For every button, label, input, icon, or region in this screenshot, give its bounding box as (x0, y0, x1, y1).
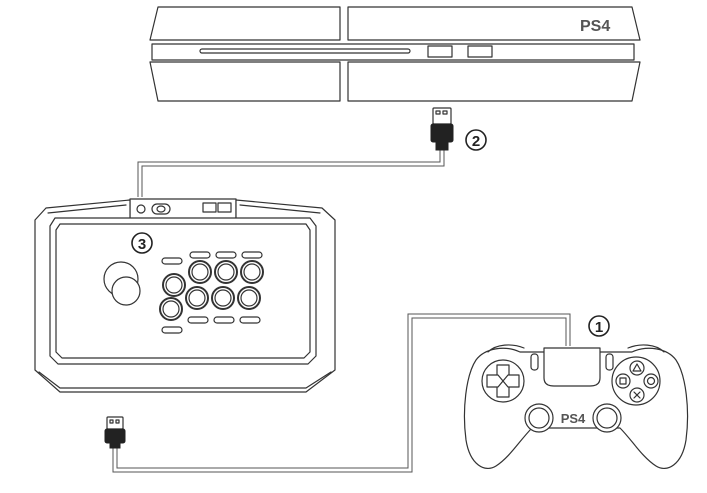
step-2-badge: 2 (466, 130, 486, 150)
usb-plug-icon-bottom (105, 417, 125, 448)
step-1-number: 1 (595, 319, 603, 336)
console-brand-label: PS4 (580, 18, 610, 35)
usb-plug-icon (431, 108, 453, 150)
step-2-number: 2 (472, 133, 480, 150)
usb-cable-to-console (138, 150, 440, 197)
ps4-console: PS4 (150, 7, 640, 101)
step-3-number: 3 (138, 236, 146, 253)
circle-icon (644, 374, 658, 388)
joystick-ball (112, 277, 140, 305)
fight-stick-top-panel (130, 199, 236, 219)
step-3-badge: 3 (132, 233, 152, 253)
fight-stick: 3 (35, 199, 335, 392)
controller-brand-label: PS4 (561, 411, 586, 426)
cross-icon (630, 388, 644, 402)
console-slot-band (152, 44, 634, 60)
console-top-left-panel (150, 7, 340, 40)
triangle-icon (630, 361, 644, 375)
console-usb-port-2 (468, 46, 492, 57)
square-icon (616, 374, 630, 388)
console-bottom-left-panel (150, 62, 340, 101)
touchpad (544, 348, 600, 386)
ps4-controller: PS4 (464, 345, 687, 468)
console-bottom-right-panel (348, 62, 640, 101)
step-1-badge: 1 (589, 316, 609, 336)
d-pad-icon (482, 360, 524, 402)
console-usb-port-1 (428, 46, 452, 57)
